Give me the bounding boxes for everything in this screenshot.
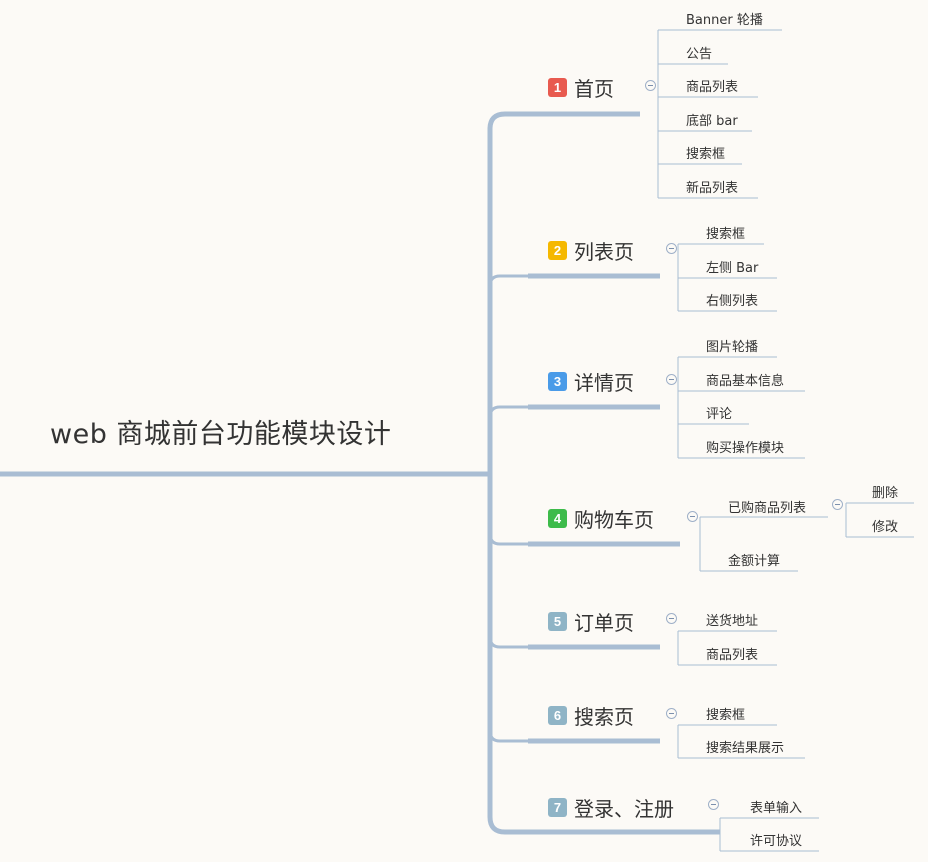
leaf-new-products[interactable]: 新品列表 (686, 181, 739, 196)
collapse-toggle-search-page[interactable] (666, 708, 677, 719)
collapse-toggle-home[interactable] (645, 80, 656, 91)
branch-detail-page[interactable]: 3 详情页 (548, 367, 634, 396)
badge-4: 4 (548, 509, 567, 528)
branch-connector-4 (488, 533, 528, 546)
branch-connector-5 (488, 636, 528, 649)
leaf-amount-calc[interactable]: 金额计算 (728, 554, 781, 569)
branch-label-home: 首页 (574, 77, 614, 101)
badge-7: 7 (548, 798, 567, 817)
leaf-delete[interactable]: 删除 (872, 486, 899, 501)
branch-label-login-register: 登录、注册 (574, 797, 674, 821)
leaf-product-list[interactable]: 商品列表 (686, 80, 739, 95)
branch-label-order-page: 订单页 (574, 611, 634, 635)
collapse-toggle-cart-page[interactable] (687, 511, 698, 522)
leaf-modify[interactable]: 修改 (872, 520, 899, 535)
leaf-image-carousel[interactable]: 图片轮播 (706, 340, 759, 355)
collapse-toggle-order-page[interactable] (666, 613, 677, 624)
branch-search-page[interactable]: 6 搜索页 (548, 701, 634, 730)
leaf-delivery-address[interactable]: 送货地址 (706, 614, 759, 629)
branch-connector-3 (488, 405, 528, 418)
leaf-form-input[interactable]: 表单输入 (750, 801, 803, 816)
leaf-product-basic-info[interactable]: 商品基本信息 (706, 374, 785, 389)
leaf-license-agreement[interactable]: 许可协议 (750, 834, 803, 849)
leaf-search-box[interactable]: 搜索框 (706, 708, 746, 723)
collapse-toggle-purchased-list[interactable] (832, 499, 843, 510)
leaf-purchase-module[interactable]: 购买操作模块 (706, 441, 785, 456)
branch-login-register[interactable]: 7 登录、注册 (548, 793, 674, 822)
badge-1: 1 (548, 78, 567, 97)
badge-6: 6 (548, 706, 567, 725)
badge-5: 5 (548, 612, 567, 631)
badge-3: 3 (548, 372, 567, 391)
branch-order-page[interactable]: 5 订单页 (548, 607, 634, 636)
leaf-search-box[interactable]: 搜索框 (706, 227, 746, 242)
leaf-search-box[interactable]: 搜索框 (686, 147, 726, 162)
branch-label-search-page: 搜索页 (574, 705, 634, 729)
leaf-banner-carousel[interactable]: Banner 轮播 (686, 13, 763, 28)
root-topic[interactable]: web 商城前台功能模块设计 (50, 419, 392, 450)
branch-cart-page[interactable]: 4 购物车页 (548, 504, 654, 533)
leaf-product-list[interactable]: 商品列表 (706, 648, 759, 663)
leaf-announcement[interactable]: 公告 (686, 47, 713, 62)
collapse-toggle-list-page[interactable] (666, 243, 677, 254)
leaf-left-bar[interactable]: 左侧 Bar (706, 261, 759, 276)
branch-home[interactable]: 1 首页 (548, 73, 614, 102)
branch-label-detail-page: 详情页 (574, 371, 634, 395)
branch-list-page[interactable]: 2 列表页 (548, 236, 634, 265)
leaf-bottom-bar[interactable]: 底部 bar (686, 114, 738, 129)
leaf-search-results[interactable]: 搜索结果展示 (706, 741, 785, 756)
branch-label-list-page: 列表页 (574, 240, 634, 264)
branch-connector-2 (488, 274, 528, 287)
leaf-comments[interactable]: 评论 (706, 407, 733, 422)
branch-label-cart-page: 购物车页 (574, 508, 654, 532)
leaf-right-list[interactable]: 右侧列表 (706, 294, 759, 309)
collapse-toggle-detail-page[interactable] (666, 374, 677, 385)
leaf-purchased-list[interactable]: 已购商品列表 (728, 501, 807, 516)
branch-connector-6 (488, 730, 528, 743)
spine-line (476, 111, 528, 835)
badge-2: 2 (548, 241, 567, 260)
collapse-toggle-login-register[interactable] (708, 799, 719, 810)
